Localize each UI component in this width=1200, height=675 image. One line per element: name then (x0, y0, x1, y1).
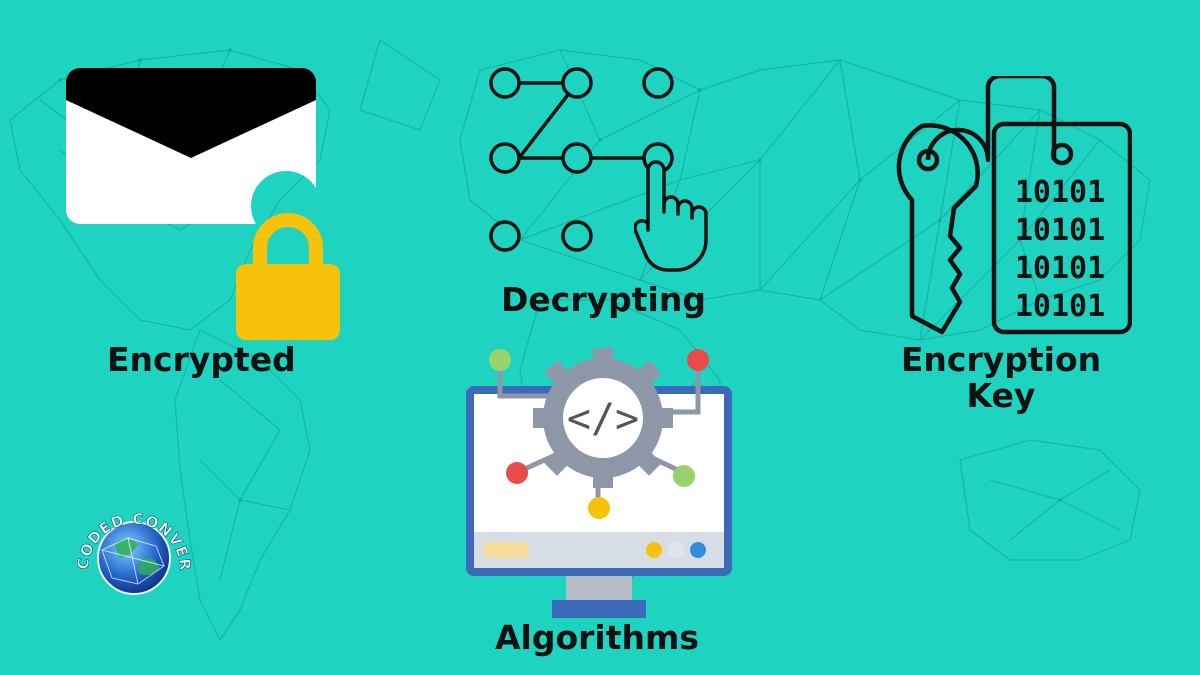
binary-tag-icon: 10101 10101 10101 10101 (1015, 175, 1105, 324)
gear-code-icon: </> (489, 348, 709, 519)
binary-row-1: 10101 (1015, 175, 1105, 210)
padlock-icon (236, 213, 340, 340)
binary-row-2: 10101 (1015, 213, 1105, 248)
pointing-hand-icon (634, 160, 708, 272)
encrypted-label: Encrypted (107, 340, 296, 379)
encryption-key-label-line1: Encryption (900, 340, 1102, 379)
key-icon (896, 76, 1132, 335)
binary-row-4: 10101 (1015, 289, 1105, 324)
coded-conversations-logo: CODED CONVERSATIONS (68, 498, 194, 595)
envelope-icon (66, 68, 316, 224)
encryption-key-label-line2: Key (966, 376, 1036, 416)
decrypting-label: Decrypting (501, 280, 706, 319)
binary-row-3: 10101 (1015, 251, 1105, 286)
code-symbol-text: </> (567, 396, 639, 442)
algorithms-label: Algorithms (495, 618, 700, 657)
encryption-key-label: Encryption Key (900, 340, 1102, 416)
